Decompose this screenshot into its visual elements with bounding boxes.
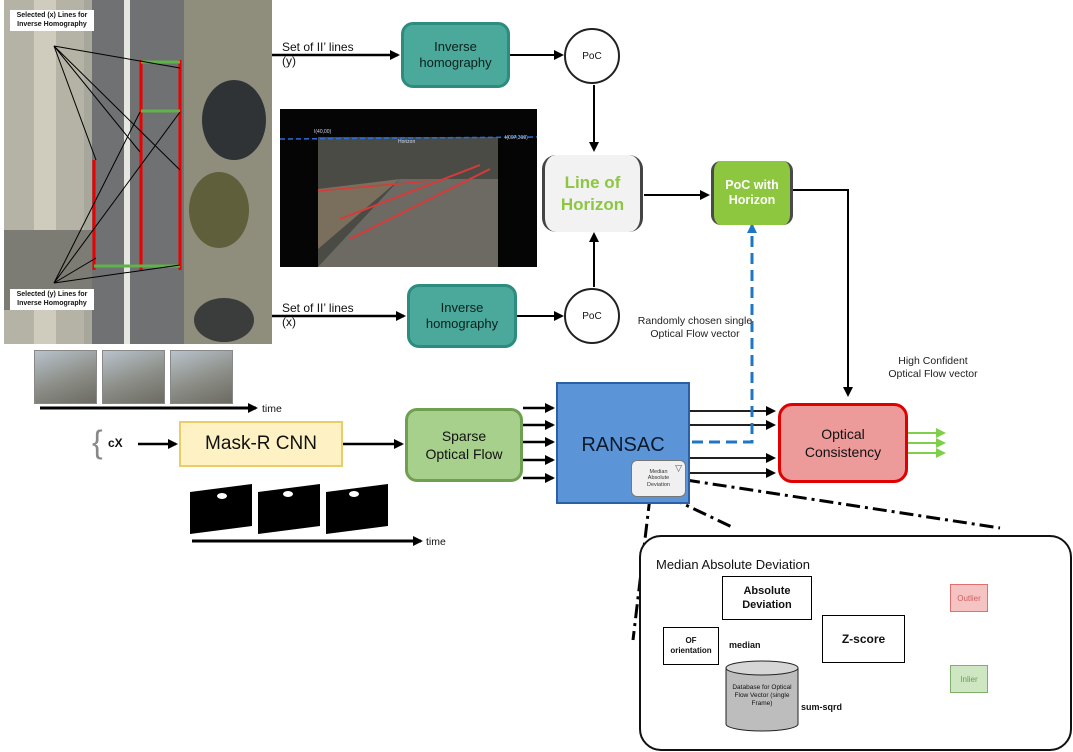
outlier-box: Outlier [950,584,988,612]
mad-small-box: Median Absolute Deviation ▽ [631,460,686,497]
aerial-label-top-text: Selected (x) Lines for Inverse Homograph… [16,12,88,28]
aerial-scene [4,0,272,344]
mad-small-label: Median Absolute Deviation [647,468,670,488]
randomly-chosen-label: Randomly chosen single Optical Flow vect… [637,315,753,340]
poc-top-label: PoC [582,50,602,62]
dashed-arrow-ransac-to-pocwh [692,223,757,444]
inverse-homography-top: Inverse homography [401,22,510,88]
brace-open: { [92,424,103,460]
inlier-box: Inlier [950,665,988,693]
mask-rcnn-box: Mask-R CNN [179,421,343,467]
time-label-bottom: time [426,536,446,548]
median-label: median [729,640,761,650]
database-icon [725,660,799,732]
dashcam-image: I(40,00) Horizon I(007,319) [280,109,537,267]
database-cylinder: Database for Optical Flow Vector (single… [725,660,799,732]
frame-strip-top [34,350,234,404]
arrows-optical-output [908,428,946,458]
filter-icon: ▽ [675,463,682,473]
inverse-homography-bottom: Inverse homography [407,284,517,348]
poc-with-horizon-box: PoC with Horizon [711,161,793,225]
high-confident-label: High Confident Optical Flow vector [888,355,978,380]
dashcam-scene [280,109,537,267]
set-x-label: Set of II’ lines (x) [282,301,354,329]
frame-thumbnail [102,350,165,404]
optical-consistency-label: Optical Consistency [804,426,882,460]
sparse-optical-flow-label: Sparse Optical Flow [425,428,503,462]
arrows-ransac-to-optical [690,406,776,478]
ransac-label: RANSAC [581,434,665,456]
optical-consistency-box: Optical Consistency [778,403,908,483]
mask-frames [190,484,388,534]
outlier-label: Outlier [957,593,981,603]
time-label-top: time [262,403,282,415]
line-of-horizon-box: Line of Horizon [542,155,643,232]
arrow-pocwh-to-optical [793,189,853,397]
inverse-homography-top-label: Inverse homography [419,39,492,70]
z-score-label: Z-score [841,632,886,646]
poc-bottom-label: PoC [582,310,602,322]
arrows-sparse-to-ransac [523,403,555,483]
inlier-label: Inlier [960,674,978,684]
sum-sqrd-label: sum-sqrd [801,702,843,712]
of-orientation-box: OF orientation [663,627,719,665]
sparse-optical-flow-box: Sparse Optical Flow [405,408,523,482]
cx-brace: { [92,424,136,464]
set-y-label: Set of II’ lines (y) [282,40,354,68]
aerial-image: Selected (x) Lines for Inverse Homograph… [4,0,272,344]
dashcam-overlay-right: I(007,319) [505,135,528,141]
frame-thumbnail [170,350,233,404]
database-label: Database for Optical Flow Vector (single… [732,684,792,707]
aerial-label-bottom: Selected (y) Lines for Inverse Homograph… [10,289,94,310]
dashcam-overlay-left: I(40,00) [314,129,332,135]
inverse-homography-bottom-label: Inverse homography [425,300,499,331]
cx-label: cX [108,436,123,450]
poc-with-horizon-label: PoC with Horizon [725,178,779,207]
dashcam-overlay-mid: Horizon [398,139,416,145]
mad-panel-title: Median Absolute Deviation [656,557,810,572]
frame-thumbnail [34,350,97,404]
mask-strip [190,484,390,534]
mask-rcnn-label: Mask-R CNN [205,433,317,454]
of-orientation-label: OF orientation [670,636,712,655]
aerial-label-bottom-text: Selected (y) Lines for Inverse Homograph… [16,291,88,307]
poc-circle-top: PoC [564,28,620,84]
absolute-deviation-label: Absolute Deviation [742,585,792,611]
aerial-label-top: Selected (x) Lines for Inverse Homograph… [10,10,94,31]
z-score-box: Z-score [822,615,905,663]
absolute-deviation-box: Absolute Deviation [722,576,812,620]
line-of-horizon-label: Line of Horizon [560,172,625,214]
poc-circle-bottom: PoC [564,288,620,344]
